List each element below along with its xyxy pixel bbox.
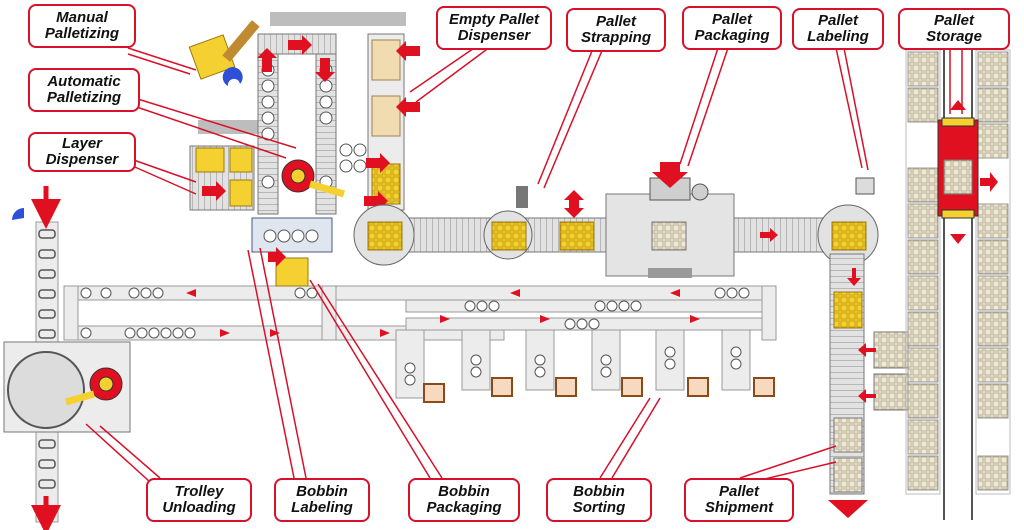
label-bobbin-labeling: Bobbin Labeling: [274, 478, 370, 522]
label-trolley-unloading: Trolley Unloading: [146, 478, 252, 522]
sorted-boxes: [423, 377, 775, 403]
palletizing-robot: [281, 159, 345, 198]
palletizing-arrows: [202, 35, 420, 211]
label-pallet-labeling: Pallet Labeling: [792, 8, 884, 50]
pallet-shipment-conveyor: [828, 253, 909, 518]
label-pallet-packaging: Pallet Packaging: [682, 6, 782, 50]
label-bobbin-sorting: Bobbin Sorting: [546, 478, 652, 522]
palletizing-cell: [188, 12, 420, 215]
pallet-main-conveyor: [353, 162, 879, 278]
line-arrows: [564, 162, 778, 242]
trolley-unloading-area: [3, 186, 131, 530]
manual-palletizing-station: [188, 20, 260, 86]
label-bobbin-packaging: Bobbin Packaging: [408, 478, 520, 522]
label-empty-pallet-dispenser: Empty Pallet Dispenser: [436, 6, 552, 50]
label-pallet-storage: Pallet Storage: [898, 8, 1010, 50]
label-pallet-strapping: Pallet Strapping: [566, 8, 666, 52]
conveyor-bobbins: [80, 287, 750, 339]
pallet-storage-racks: [905, 30, 1011, 520]
trolley-bobbins: [38, 229, 56, 489]
storage-shuttle: [937, 100, 998, 244]
layer-dispenser: [189, 145, 255, 211]
trolley-robot: [65, 367, 123, 406]
bobbin-loop-conveyors: [63, 285, 777, 341]
label-pallet-shipment: Pallet Shipment: [684, 478, 794, 522]
bobbin-sorting-lanes: [395, 329, 775, 403]
empty-pallet-stack: [367, 33, 405, 211]
bobbin-labeling-packaging: [251, 217, 333, 287]
label-automatic-palletizing: Automatic Palletizing: [28, 68, 140, 112]
label-layer-dispenser: Layer Dispenser: [28, 132, 136, 172]
callout-leaders: [85, 43, 963, 483]
flow-arrows-small: [186, 289, 700, 337]
label-manual-palletizing: Manual Palletizing: [28, 4, 136, 48]
